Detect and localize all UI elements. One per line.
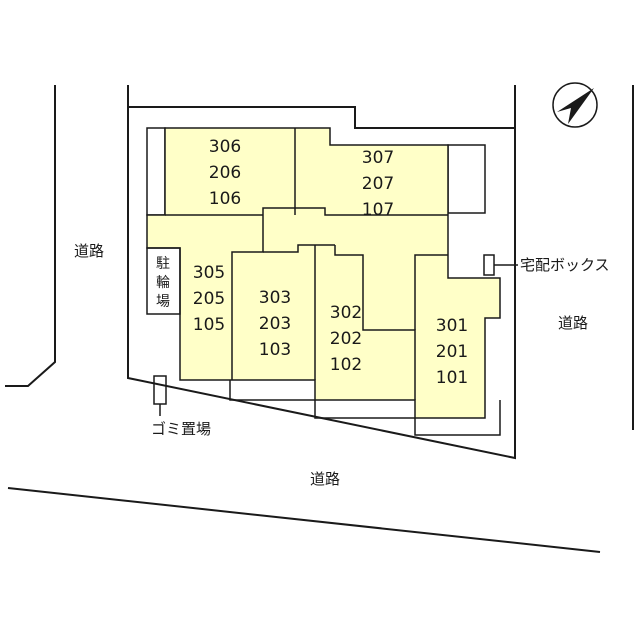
delivery-box-label: 宅配ボックス xyxy=(520,256,610,274)
unit-203: 203 xyxy=(259,314,291,334)
unit-block-303: 303 203 103 xyxy=(259,288,291,360)
unit-103: 103 xyxy=(259,340,291,360)
road-label-south: 道路 xyxy=(310,470,340,488)
unit-205: 205 xyxy=(193,289,225,309)
unit-block-307: 307 207 107 xyxy=(362,148,394,220)
road-label-west: 道路 xyxy=(74,242,104,260)
unit-305: 305 xyxy=(193,263,225,283)
unit-301: 301 xyxy=(436,316,468,336)
unit-block-302: 302 202 102 xyxy=(330,303,362,375)
unit-block-301: 301 201 101 xyxy=(436,316,468,388)
unit-102: 102 xyxy=(330,355,362,375)
unit-107: 107 xyxy=(362,200,394,220)
delivery-box: 宅配ボックス xyxy=(483,254,610,276)
garbage-area-label: ゴミ置場 xyxy=(151,420,211,438)
unit-307: 307 xyxy=(362,148,394,168)
bicycle-parking-char-1: 駐 xyxy=(156,256,170,272)
unit-block-305: 305 205 105 xyxy=(193,263,225,335)
site-boundary xyxy=(5,85,634,553)
unit-206: 206 xyxy=(209,163,241,183)
unit-201: 201 xyxy=(436,342,468,362)
unit-101: 101 xyxy=(436,368,468,388)
bicycle-parking-char-3: 場 xyxy=(156,294,170,310)
unit-306: 306 xyxy=(209,137,241,157)
unit-202: 202 xyxy=(330,329,362,349)
road-label-east: 道路 xyxy=(558,314,588,332)
bicycle-parking: 駐 輪 場 xyxy=(146,247,181,315)
unit-302: 302 xyxy=(330,303,362,323)
unit-block-306: 306 206 106 xyxy=(209,137,241,209)
unit-303: 303 xyxy=(259,288,291,308)
unit-207: 207 xyxy=(362,174,394,194)
unit-106: 106 xyxy=(209,189,241,209)
unit-105: 105 xyxy=(193,315,225,335)
north-arrow-icon xyxy=(552,82,598,128)
bicycle-parking-char-2: 輪 xyxy=(156,274,170,291)
garbage-area: ゴミ置場 xyxy=(151,375,211,438)
